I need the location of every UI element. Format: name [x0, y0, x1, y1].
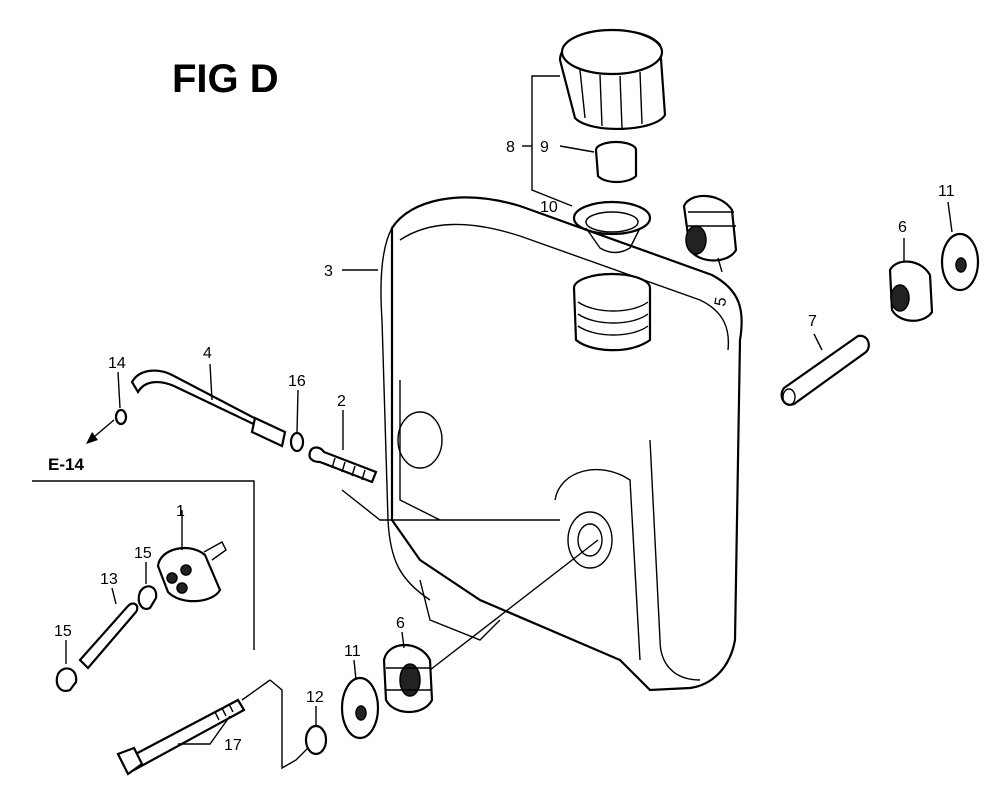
- callout-11-right: 11: [938, 183, 955, 200]
- callout-4: 4: [203, 345, 212, 362]
- callout-8: 8: [506, 139, 515, 156]
- fuel-cock: [156, 541, 227, 603]
- clip-lower: [55, 667, 78, 692]
- callout-11-lower: 11: [344, 643, 361, 660]
- callout-10: 10: [540, 199, 558, 216]
- figure-title: FIG D: [172, 57, 279, 101]
- collar-tube: [780, 334, 870, 406]
- washer-right: [940, 232, 980, 292]
- clip-upper: [137, 585, 158, 610]
- callout-15-upper: 15: [134, 545, 152, 562]
- fuel-cap: [558, 28, 667, 131]
- grommet-right: [888, 260, 934, 322]
- callout-6-lower: 6: [396, 615, 405, 632]
- grommet-top: [682, 194, 738, 262]
- mounting-bolt: [116, 698, 246, 776]
- washer-lower: [340, 676, 380, 740]
- leader-lines: [32, 75, 953, 770]
- tube-clip: [114, 408, 128, 426]
- outlet-tube: [78, 602, 139, 670]
- callout-1: 1: [176, 503, 185, 520]
- washer-small: [304, 724, 328, 756]
- cap-seal: [594, 140, 638, 184]
- callout-6-right: 6: [898, 219, 907, 236]
- callout-3: 3: [324, 263, 333, 280]
- fuel-joint: [308, 446, 378, 484]
- o-ring: [289, 431, 305, 453]
- callout-2: 2: [337, 393, 346, 410]
- callout-5: 5: [712, 296, 730, 308]
- callout-12: 12: [306, 689, 324, 706]
- reference-label: E-14: [48, 455, 84, 474]
- fuel-filter: [572, 200, 652, 254]
- callout-13: 13: [100, 571, 118, 588]
- callout-17: 17: [224, 737, 242, 754]
- callout-labels: 1 2 3 4 5 6 6 7 8 9 10 11 11 12 13 14 15…: [54, 139, 955, 754]
- callout-14: 14: [108, 355, 126, 372]
- fuel-tube: [130, 369, 287, 448]
- fuel-tank: [380, 196, 743, 692]
- callout-16: 16: [288, 373, 306, 390]
- callout-15-lower: 15: [54, 623, 72, 640]
- callout-9: 9: [540, 139, 549, 156]
- grommet-lower: [382, 644, 434, 713]
- callout-7: 7: [808, 313, 817, 330]
